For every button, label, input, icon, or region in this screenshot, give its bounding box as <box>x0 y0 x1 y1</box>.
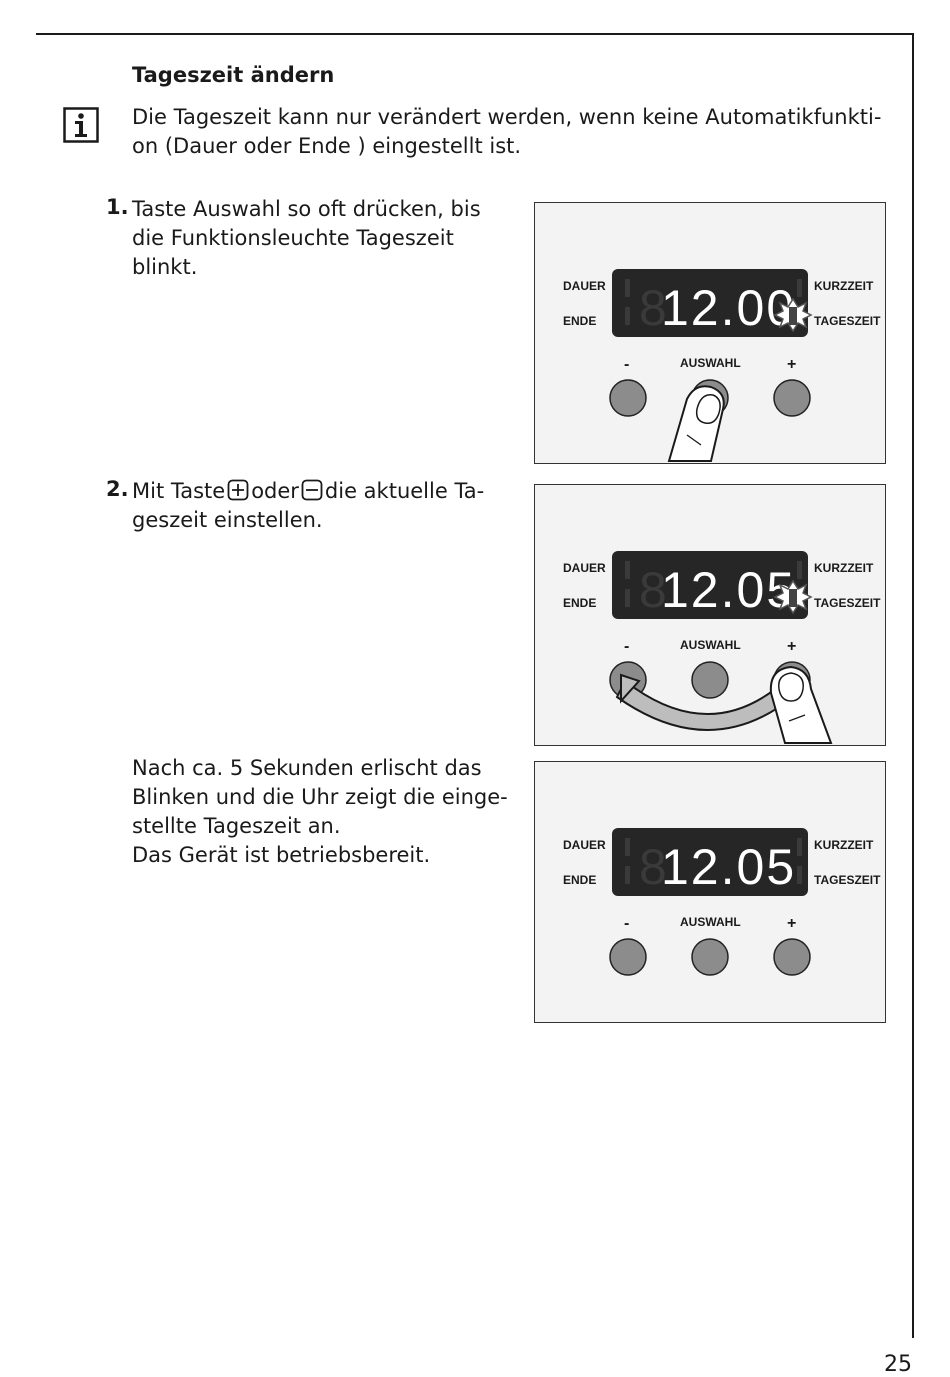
label-auswahl: AUSWAHL <box>680 638 741 652</box>
panel-3-drawing: 8 12.05 DAUER ENDE KURZZEIT TAGESZEIT - … <box>563 828 881 976</box>
ghost-digit: 8 <box>639 562 667 618</box>
display-window <box>612 551 808 619</box>
label-plus: + <box>787 915 796 932</box>
label-ende: ENDE <box>563 873 596 887</box>
blinking-indicator-icon <box>773 579 813 615</box>
label-tageszeit: TAGESZEIT <box>814 596 881 610</box>
step-2-number: 2. <box>106 477 129 501</box>
right-rule <box>912 33 914 1338</box>
control-panel-3: 8 12.05 DAUER ENDE KURZZEIT TAGESZEIT - … <box>534 761 886 1023</box>
label-kurzzeit: KURZZEIT <box>814 561 874 575</box>
note-line: Das Gerät ist betriebsbereit. <box>132 843 431 867</box>
label-dauer: DAUER <box>563 561 606 575</box>
clock-display: 12.05 <box>661 562 796 618</box>
display-window <box>612 269 808 337</box>
panel-1-drawing: 8 12.00 DAUER ENDE KURZZEIT TAGESZEIT - … <box>563 269 881 462</box>
label-auswahl: AUSWAHL <box>680 356 741 370</box>
step-2-text-after: die aktuelle Ta- geszeit einstellen. <box>132 479 485 532</box>
label-minus: - <box>624 356 629 373</box>
ghost-digit: 8 <box>639 839 667 895</box>
info-icon <box>63 107 99 143</box>
display-window <box>612 828 808 896</box>
panel-2-drawing: 8 12.05 DAUER ENDE KURZZEIT TAGESZEIT - … <box>563 551 881 744</box>
control-panel-2: 8 12.05 DAUER ENDE KURZZEIT TAGESZEIT - … <box>534 484 886 746</box>
step-1-text: Taste Auswahl so oft drücken, bis die Fu… <box>132 197 481 279</box>
label-ende: ENDE <box>563 596 596 610</box>
plus-button[interactable] <box>773 938 811 976</box>
note-line: stellte Tageszeit an. <box>132 814 341 838</box>
info-text: Die Tageszeit kann nur verändert werden,… <box>132 105 882 158</box>
clock-display: 12.05 <box>661 839 796 895</box>
label-minus: - <box>624 915 629 932</box>
label-ende: ENDE <box>563 314 596 328</box>
minus-key-icon <box>301 479 323 501</box>
label-dauer: DAUER <box>563 279 606 293</box>
label-tageszeit: TAGESZEIT <box>814 314 881 328</box>
label-auswahl: AUSWAHL <box>680 915 741 929</box>
minus-button[interactable] <box>609 379 647 417</box>
top-rule <box>36 33 914 35</box>
auswahl-button[interactable] <box>691 661 729 699</box>
clock-display: 12.00 <box>661 280 796 336</box>
minus-button[interactable] <box>609 938 647 976</box>
step-1-number: 1. <box>106 195 129 219</box>
label-plus: + <box>787 638 796 655</box>
plus-button[interactable] <box>773 379 811 417</box>
plus-key-icon <box>227 479 249 501</box>
step-2-text-middle: oder <box>251 479 299 503</box>
section-title: Tageszeit ändern <box>132 63 335 87</box>
control-panel-1: 8 12.00 DAUER ENDE KURZZEIT TAGESZEIT - … <box>534 202 886 464</box>
label-dauer: DAUER <box>563 838 606 852</box>
label-minus: - <box>624 638 629 655</box>
finger-icon <box>667 385 725 462</box>
label-kurzzeit: KURZZEIT <box>814 838 874 852</box>
finger-icon <box>769 665 833 744</box>
step-2-text-before: Mit Taste <box>132 479 226 503</box>
label-plus: + <box>787 356 796 373</box>
note-line: Nach ca. 5 Sekunden erlischt das <box>132 756 482 780</box>
note-line: Blinken und die Uhr zeigt die einge- <box>132 785 508 809</box>
blinking-indicator-icon <box>773 297 813 333</box>
label-tageszeit: TAGESZEIT <box>814 873 881 887</box>
label-kurzzeit: KURZZEIT <box>814 279 874 293</box>
page-number: 25 <box>884 1352 912 1377</box>
auswahl-button[interactable] <box>691 938 729 976</box>
note-text: Nach ca. 5 Sekunden erlischt das Blinken… <box>132 754 522 870</box>
ghost-digit: 8 <box>639 280 667 336</box>
